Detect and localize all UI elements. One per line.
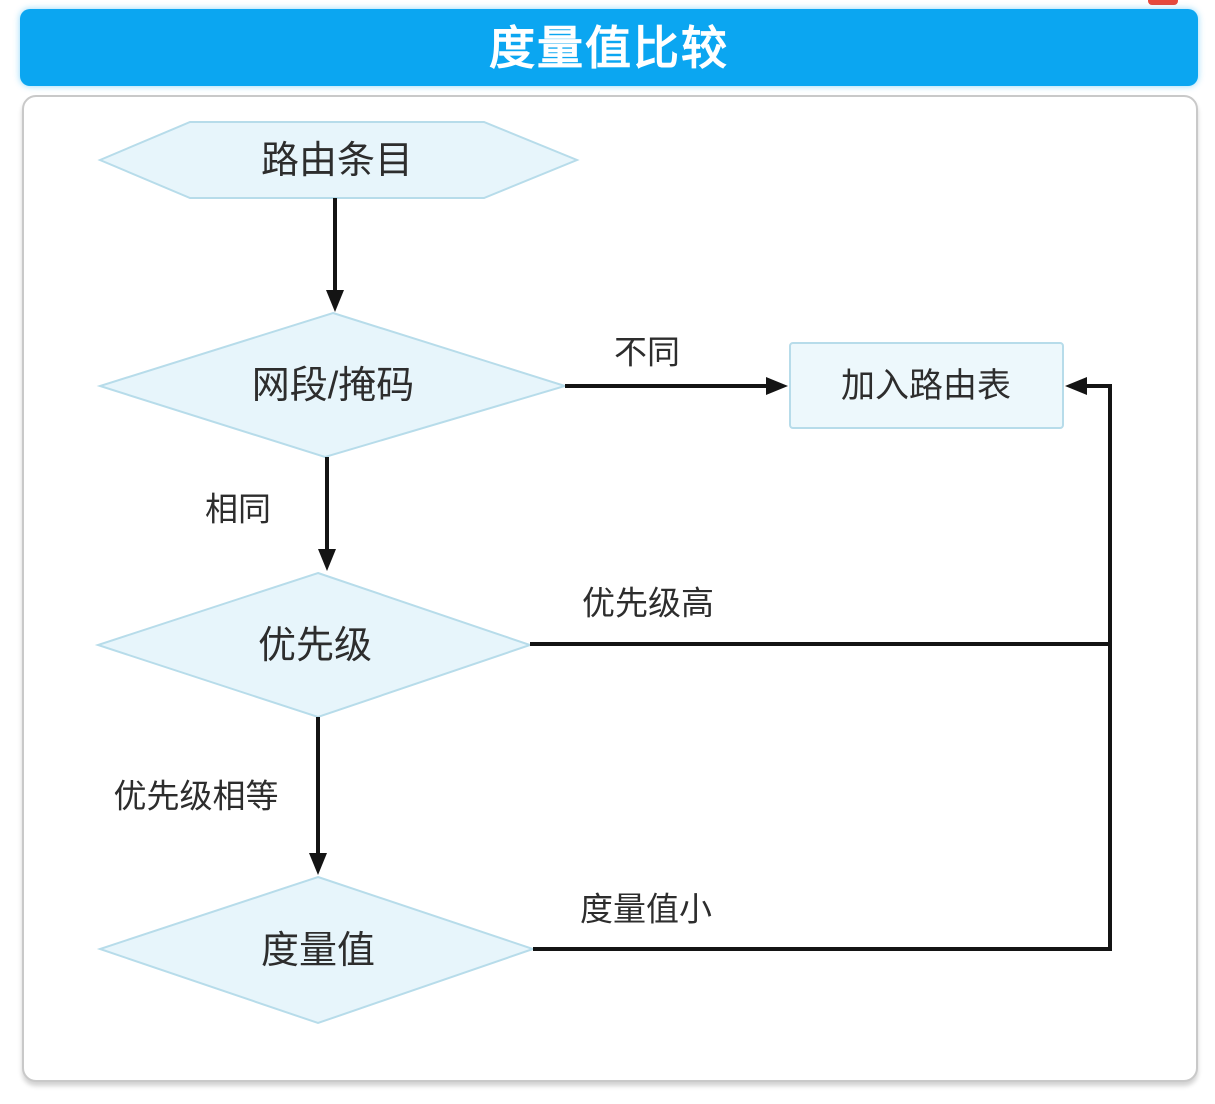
- page-title: 度量值比较: [489, 21, 729, 74]
- rect-add-routing-table: [789, 342, 1064, 429]
- diamond-metric: [96, 875, 537, 1025]
- edge-label-priority-equal: 优先级相等: [114, 778, 279, 815]
- hexagon-route-entry: [97, 121, 580, 199]
- add-routing-table-label: 加入路由表: [841, 367, 1011, 405]
- edge-label-metric-small: 度量值小: [580, 891, 712, 928]
- red-button-fragment[interactable]: [1148, 0, 1178, 5]
- metric-label: 度量值: [261, 930, 375, 972]
- route-entry-label: 路由条目: [261, 140, 413, 182]
- edge-label-priority-high: 优先级高: [582, 585, 714, 622]
- edge-metric-small-feedback: [533, 384, 1112, 951]
- title-bar: 度量值比较: [20, 9, 1198, 86]
- edge-label-same: 相同: [205, 491, 271, 528]
- arrow-down-icon: [309, 853, 327, 875]
- arrow-down-icon: [326, 290, 344, 312]
- edge-label-different: 不同: [614, 334, 680, 371]
- arrow-right-icon: [766, 377, 788, 395]
- arrow-left-icon: [1065, 377, 1087, 395]
- priority-label: 优先级: [258, 625, 372, 667]
- network-mask-label: 网段/掩码: [252, 365, 415, 407]
- arrow-down-icon: [318, 549, 336, 571]
